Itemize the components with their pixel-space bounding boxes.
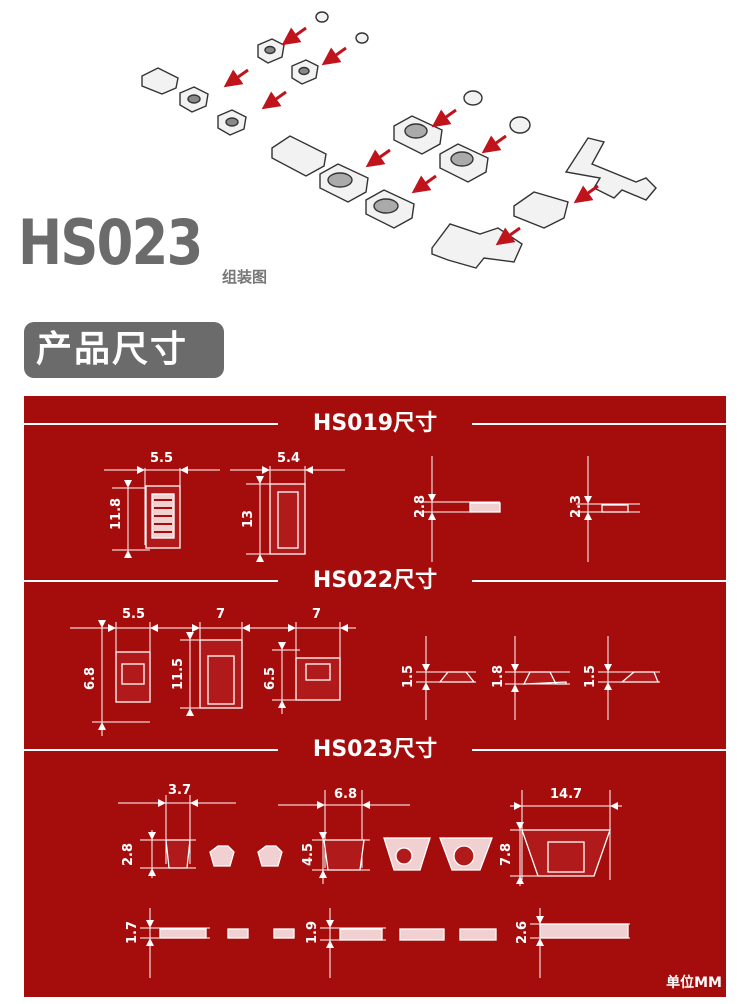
dim-label: 1.7 <box>125 921 140 944</box>
dim-label: 1.8 <box>491 665 506 688</box>
block-part <box>513 191 569 229</box>
red-arrow <box>261 90 287 110</box>
red-arrow <box>573 184 599 204</box>
dim-label: 1.9 <box>305 921 320 944</box>
unit-label: 单位MM <box>666 975 722 991</box>
part-outline <box>165 839 191 869</box>
part-outline <box>323 839 365 871</box>
dim-label: 13 <box>241 510 256 528</box>
part-outline <box>539 923 629 939</box>
section-title-hs022: HS022尺寸 <box>278 564 472 598</box>
section-badge-label: 产品尺寸 <box>36 329 189 370</box>
section-title-hs023: HS023尺寸 <box>278 733 472 767</box>
part-outline <box>601 504 629 513</box>
plate-part <box>271 135 327 177</box>
section-title-hs019: HS019尺寸 <box>278 407 472 441</box>
red-arrow <box>495 226 521 246</box>
part-outline <box>159 928 207 939</box>
part-outline <box>339 928 383 941</box>
screw-part <box>463 90 483 106</box>
dim-label: 2.8 <box>413 495 428 518</box>
dim-label: 1.5 <box>583 665 598 688</box>
part-outline <box>273 928 295 939</box>
dim-label: 2.8 <box>121 843 136 866</box>
part-outline <box>620 671 659 683</box>
dim-label: 11.8 <box>109 498 124 530</box>
clip-part <box>141 67 179 95</box>
part-outline <box>469 502 501 513</box>
dim-label: 5.5 <box>150 451 173 466</box>
red-arrow <box>321 46 347 66</box>
dim-label: 7 <box>216 607 225 622</box>
red-arrow <box>431 108 457 128</box>
red-arrow <box>411 174 437 194</box>
dim-label: 4.5 <box>301 843 316 866</box>
dim-label: 2.3 <box>569 495 584 518</box>
dim-label: 2.6 <box>515 921 530 944</box>
screw-part <box>315 11 329 23</box>
part-outline <box>227 928 249 939</box>
part-outline <box>438 671 476 683</box>
assembly-diagram <box>141 11 657 269</box>
dim-label: 3.7 <box>168 783 191 798</box>
dim-label: 6.8 <box>334 787 357 802</box>
dim-label: 5.5 <box>122 607 145 622</box>
part-outline <box>209 845 235 867</box>
dim-label: 7.8 <box>499 843 514 866</box>
red-arrow <box>223 68 249 88</box>
red-arrow <box>365 148 391 168</box>
assembly-subtitle: 组装图 <box>222 268 268 286</box>
dim-label: 6.5 <box>263 667 278 690</box>
red-arrow <box>281 26 307 46</box>
screw-part <box>355 32 369 44</box>
part-outline <box>257 845 283 867</box>
red-arrow <box>481 134 507 154</box>
screw-part <box>509 116 531 134</box>
part-outline <box>459 928 497 941</box>
dim-label: 11.5 <box>171 658 186 690</box>
dim-label: 1.5 <box>401 665 416 688</box>
dim-label: 7 <box>312 607 321 622</box>
part-outline <box>522 671 567 685</box>
part-outline <box>399 928 445 941</box>
section-badge: 产品尺寸 <box>24 322 224 378</box>
dim-label: 6.8 <box>83 667 98 690</box>
dim-label: 5.4 <box>277 451 300 466</box>
model-title: HS023 <box>18 206 203 279</box>
dim-label: 14.7 <box>550 787 582 802</box>
